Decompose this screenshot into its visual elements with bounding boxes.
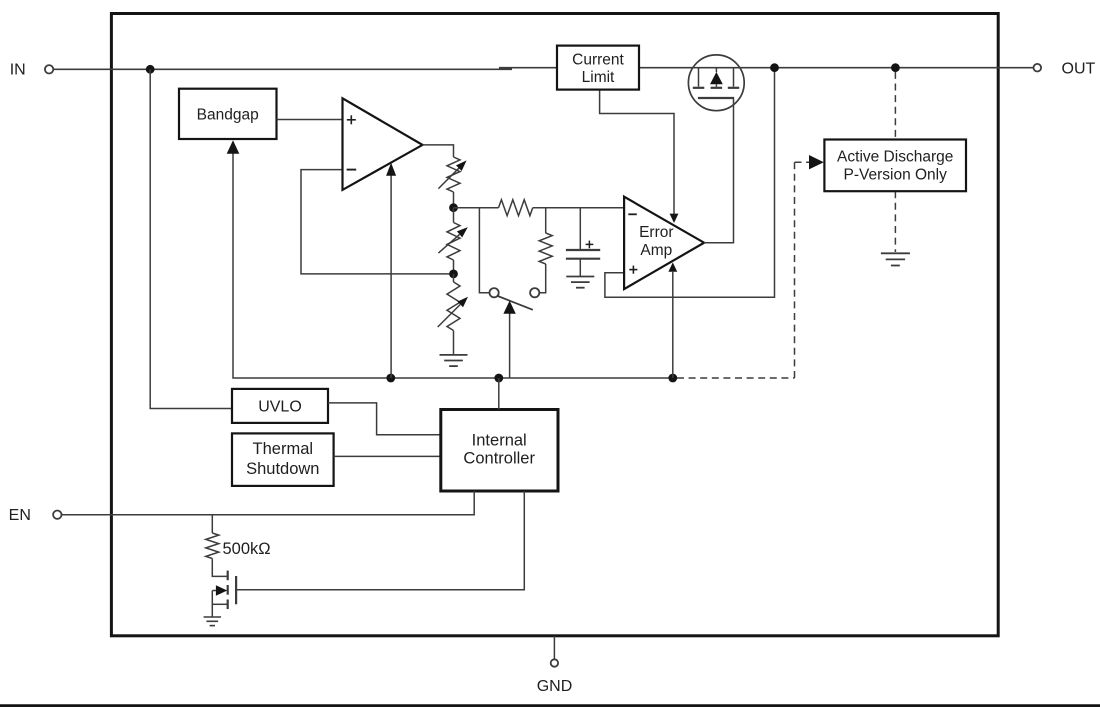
svg-text:UVLO: UVLO [258,399,302,416]
svg-text:Internal: Internal [472,432,527,450]
svg-text:EN: EN [9,507,31,524]
svg-text:OUT: OUT [1062,60,1096,77]
svg-text:Controller: Controller [463,449,535,467]
svg-text:Bandgap: Bandgap [197,106,259,123]
svg-text:P-Version Only: P-Version Only [844,166,948,183]
svg-text:500kΩ: 500kΩ [223,540,271,558]
svg-text:Current: Current [572,51,624,68]
svg-text:Limit: Limit [582,69,615,86]
svg-text:GND: GND [537,678,573,695]
svg-text:Active Discharge: Active Discharge [837,148,953,165]
svg-text:Amp: Amp [640,242,672,259]
svg-text:Thermal: Thermal [253,440,314,458]
svg-text:IN: IN [10,61,26,78]
svg-text:Shutdown: Shutdown [246,460,319,478]
svg-text:Error: Error [639,224,673,241]
